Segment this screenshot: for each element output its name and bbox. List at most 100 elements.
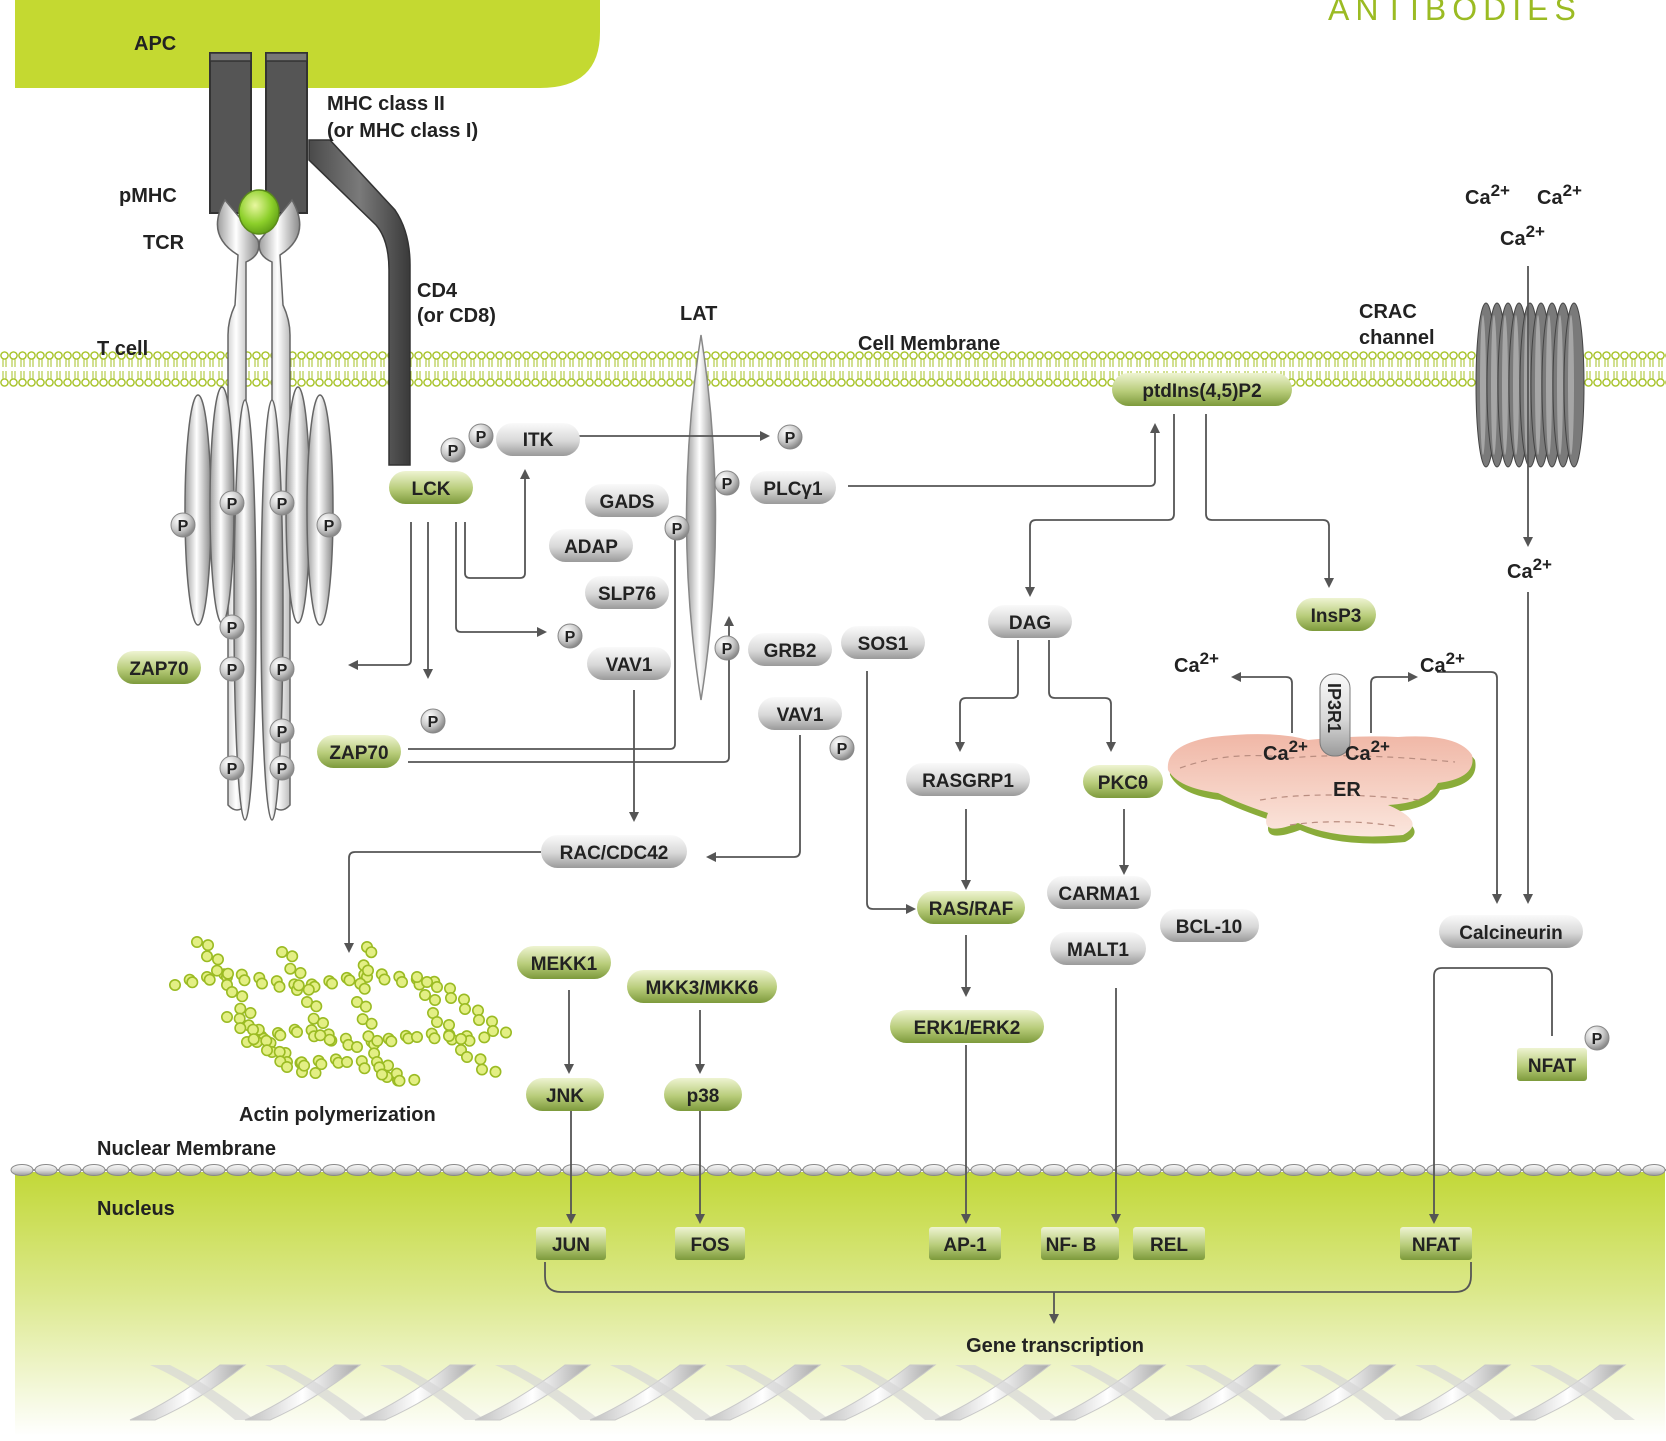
node-calcineurin[interactable]: Calcineurin [1439, 915, 1583, 948]
phosphate-group: P [219, 755, 245, 781]
node-p38[interactable]: p38 [664, 1078, 742, 1111]
node-plcg1[interactable]: PLCγ1 [750, 471, 836, 504]
svg-text:LCK: LCK [411, 479, 450, 500]
nucleus-label: Nucleus [97, 1198, 175, 1220]
svg-text:ITK: ITK [523, 430, 554, 451]
node-mkk[interactable]: MKK3/MKK6 [627, 970, 777, 1003]
svg-text:P: P [672, 521, 683, 538]
svg-text:GRB2: GRB2 [764, 641, 817, 662]
node-itk[interactable]: ITK [496, 423, 580, 456]
calcium-label: Ca2+ [1420, 649, 1465, 677]
svg-text:NFAT: NFAT [1528, 1056, 1577, 1077]
svg-text:Calcineurin: Calcineurin [1459, 923, 1562, 944]
node-sos1[interactable]: SOS1 [841, 626, 925, 659]
phosphate-group: P [316, 512, 342, 538]
node-erk[interactable]: ERK1/ERK2 [890, 1010, 1044, 1043]
nuclear-membrane-label: Nuclear Membrane [97, 1138, 276, 1160]
calcium-ions: Ca2+ Ca2+ Ca2+ Ca2+ Ca2+ Ca2+ Ca2+ Ca2+ [1174, 181, 1582, 765]
svg-text:P: P [178, 518, 189, 535]
node-ptdins[interactable]: ptdIns(4,5)P2 [1112, 373, 1292, 406]
gene-transcription-label: Gene transcription [966, 1335, 1144, 1357]
phosphate-group: P [664, 515, 690, 541]
node-rac-cdc42[interactable]: RAC/CDC42 [541, 835, 687, 868]
svg-text:MALT1: MALT1 [1067, 940, 1129, 961]
node-mekk1[interactable]: MEKK1 [517, 946, 611, 979]
node-zap70-b[interactable]: ZAP70 [317, 735, 401, 768]
node-gads[interactable]: GADS [585, 484, 669, 517]
node-zap70-a[interactable]: ZAP70 [117, 651, 201, 684]
mhc-label-line2: (or MHC class I) [327, 120, 478, 142]
nuclear-factors: JUN FOS AP-1 NF- B REL NFAT [536, 1227, 1472, 1260]
calcium-label: Ca2+ [1465, 181, 1510, 209]
svg-text:PLCγ1: PLCγ1 [763, 479, 823, 500]
node-insp3[interactable]: InsP3 [1296, 598, 1376, 631]
node-adap[interactable]: ADAP [549, 529, 633, 562]
phosphate-group: P [269, 490, 295, 516]
svg-text:P: P [277, 761, 288, 778]
svg-text:FOS: FOS [690, 1235, 729, 1256]
svg-text:PKCθ: PKCθ [1098, 773, 1148, 794]
lat-label: LAT [680, 303, 717, 325]
ip3r1-label: IP3R1 [1324, 683, 1344, 733]
phosphate-group: P [269, 755, 295, 781]
svg-text:BCL-10: BCL-10 [1176, 917, 1243, 938]
node-malt1[interactable]: MALT1 [1050, 932, 1146, 965]
node-ras-raf[interactable]: RAS/RAF [917, 891, 1025, 924]
actin-filaments [169, 935, 512, 1087]
node-carma1[interactable]: CARMA1 [1047, 876, 1151, 909]
factor-jun[interactable]: JUN [536, 1227, 606, 1260]
crac-channel [1475, 302, 1585, 468]
node-slp76[interactable]: SLP76 [585, 576, 669, 609]
svg-text:RAS/RAF: RAS/RAF [929, 899, 1013, 920]
svg-text:REL: REL [1150, 1235, 1188, 1256]
factor-nfkb[interactable]: NF- B [1041, 1227, 1119, 1260]
node-bcl10[interactable]: BCL-10 [1160, 909, 1259, 942]
svg-text:P: P [277, 724, 288, 741]
cell-membrane-label: Cell Membrane [858, 333, 1000, 355]
svg-text:ZAP70: ZAP70 [329, 743, 388, 764]
svg-text:InsP3: InsP3 [1311, 606, 1362, 627]
brand-logo: ANTIBODIES [1328, 0, 1582, 27]
node-dag[interactable]: DAG [988, 605, 1072, 638]
svg-text:VAV1: VAV1 [777, 705, 824, 726]
calcium-label: Ca2+ [1507, 555, 1552, 583]
node-pkc[interactable]: PKCθ [1083, 765, 1163, 798]
svg-text:VAV1: VAV1 [606, 655, 653, 676]
calcium-label: Ca2+ [1174, 649, 1219, 677]
phosphate-group: P [420, 708, 446, 734]
factor-ap1[interactable]: AP-1 [929, 1227, 1001, 1260]
node-jnk[interactable]: JNK [526, 1078, 604, 1111]
svg-text:P: P [277, 662, 288, 679]
node-vav1-b[interactable]: VAV1 [758, 697, 842, 730]
factor-fos[interactable]: FOS [675, 1227, 745, 1260]
node-lck[interactable]: LCK [389, 471, 473, 504]
phosphate-group: P [1584, 1025, 1610, 1051]
svg-text:DAG: DAG [1009, 613, 1051, 634]
phosphate-group: P [440, 437, 466, 463]
node-nfat-cytoplasm[interactable]: NFAT [1517, 1048, 1587, 1081]
svg-text:RASGRP1: RASGRP1 [922, 771, 1014, 792]
nuclear-membrane [10, 1164, 1666, 1176]
svg-text:P: P [227, 662, 238, 679]
tcr-label: TCR [143, 232, 185, 254]
svg-text:AP-1: AP-1 [943, 1235, 987, 1256]
phosphate-group: P [777, 424, 803, 450]
node-vav1-a[interactable]: VAV1 [587, 647, 671, 680]
factor-nfat[interactable]: NFAT [1400, 1227, 1472, 1260]
cell-membrane [0, 351, 1666, 387]
endoplasmic-reticulum: IP3R1 [1167, 673, 1476, 844]
phosphate-group: P [219, 490, 245, 516]
factor-rel[interactable]: REL [1133, 1227, 1205, 1260]
node-grb2[interactable]: GRB2 [748, 633, 832, 666]
phosphate-group: P [269, 656, 295, 682]
svg-text:P: P [1592, 1031, 1603, 1048]
svg-text:P: P [227, 761, 238, 778]
node-rasgrp1[interactable]: RASGRP1 [906, 763, 1030, 796]
phosphate-group: P [829, 735, 855, 761]
svg-text:P: P [227, 620, 238, 637]
svg-text:MKK3/MKK6: MKK3/MKK6 [646, 978, 759, 999]
phosphate-group: P [714, 470, 740, 496]
svg-text:NFAT: NFAT [1412, 1235, 1461, 1256]
apc-cell [15, 0, 600, 88]
